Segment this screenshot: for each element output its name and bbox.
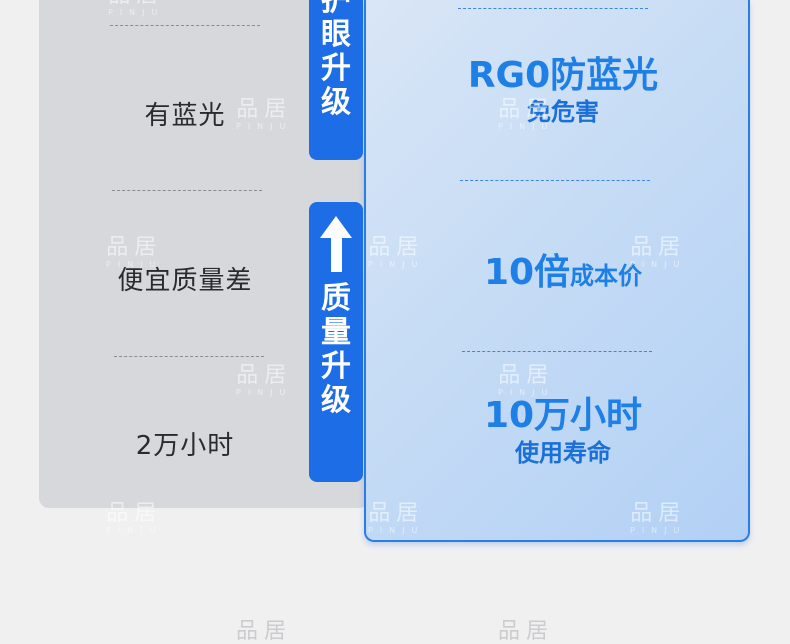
up-arrow-stem xyxy=(330,238,342,272)
divider xyxy=(110,25,260,26)
upgraded-product-panel xyxy=(364,0,750,542)
tab-char: 升 xyxy=(321,349,351,384)
tab-char: 量 xyxy=(321,315,351,350)
eye-protection-upgrade-tab: 护 眼 升 级 xyxy=(309,0,363,160)
tab-char: 质 xyxy=(321,281,351,316)
rg0-title: RG0防蓝光 xyxy=(467,55,659,96)
right-item-rg0: RG0防蓝光 免危害 xyxy=(413,55,713,127)
left-item-blue-light: 有蓝光 xyxy=(144,101,226,131)
right-item-cost: 10倍成本价 xyxy=(413,243,713,295)
right-item-lifespan: 10万小时 使用寿命 xyxy=(413,395,713,469)
tab-char: 护 xyxy=(321,0,351,18)
divider xyxy=(114,356,264,357)
watermark-logo: 品居 xyxy=(236,619,293,644)
divider xyxy=(462,351,652,352)
quality-upgrade-tab: 质 量 升 级 xyxy=(309,202,363,482)
tab-char: 眼 xyxy=(321,17,351,52)
rg0-subtitle: 免危害 xyxy=(527,98,599,126)
lifespan-subtitle: 使用寿命 xyxy=(515,439,611,467)
up-arrow-icon xyxy=(320,216,352,238)
divider xyxy=(458,8,648,9)
cost-label: 成本价 xyxy=(570,262,643,290)
tab-char: 级 xyxy=(321,85,351,120)
lifespan-title: 10万小时 xyxy=(483,395,643,436)
divider xyxy=(460,180,650,181)
watermark-logo: 品居 xyxy=(498,619,555,644)
left-item-cheap-quality: 便宜质量差 xyxy=(117,266,253,296)
tab-char: 升 xyxy=(321,51,351,86)
left-item-lifespan: 2万小时 xyxy=(135,431,235,461)
cost-number: 10倍 xyxy=(483,252,571,293)
divider xyxy=(112,190,262,191)
tab-char: 级 xyxy=(321,383,351,418)
